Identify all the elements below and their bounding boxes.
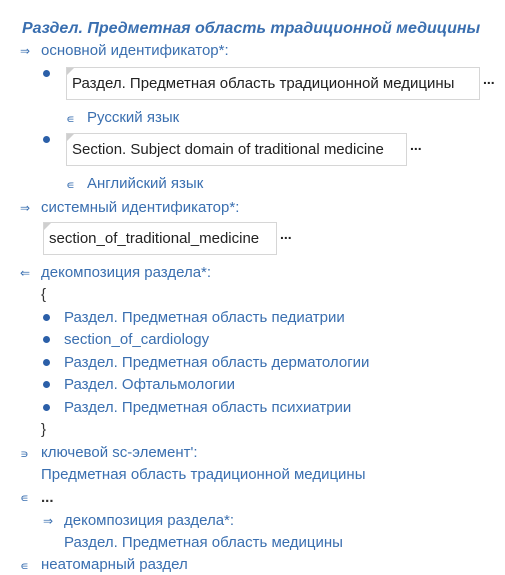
bullet-icon: [43, 136, 50, 143]
corner-marker-icon: [44, 223, 51, 230]
arrow-right-icon: ⇒: [20, 44, 31, 58]
language-link-en[interactable]: Английский язык: [87, 175, 204, 192]
relation-decomposition[interactable]: декомпозиция раздела*:: [41, 264, 212, 281]
identifier-text-en: Section. Subject domain of traditional m…: [72, 141, 384, 158]
decomposition-item[interactable]: Раздел. Предметная область дерматологии: [64, 354, 370, 371]
identifier-box-en[interactable]: Section. Subject domain of traditional m…: [66, 133, 407, 166]
system-identifier-text: section_of_traditional_medicine: [49, 230, 260, 247]
open-brace: {: [41, 286, 47, 303]
decomposition-item[interactable]: Раздел. Офтальмологии: [64, 376, 236, 393]
relation-main-identifier[interactable]: основной идентификатор*:: [41, 42, 229, 59]
bullet-icon: [43, 336, 50, 343]
bullet-icon: [43, 314, 50, 321]
key-element-value[interactable]: Предметная область традиционной медицины: [41, 466, 366, 483]
corner-marker-icon: [67, 134, 74, 141]
decomposition-item[interactable]: section_of_cardiology: [64, 331, 210, 348]
relation-parent-decomposition[interactable]: декомпозиция раздела*:: [64, 512, 235, 529]
bullet-icon: [43, 359, 50, 366]
element-of-icon: ∊: [66, 112, 75, 126]
decomposition-item[interactable]: Раздел. Предметная область психиатрии: [64, 399, 352, 416]
arrow-left-icon: ⇐: [20, 266, 31, 280]
section-title[interactable]: Раздел. Предметная область традиционной …: [22, 20, 481, 37]
parent-section-value[interactable]: Раздел. Предметная область медицины: [64, 534, 343, 551]
more-button-ru[interactable]: ...: [483, 71, 495, 87]
identifier-text-ru: Раздел. Предметная область традиционной …: [72, 75, 455, 92]
system-identifier-box[interactable]: section_of_traditional_medicine: [43, 222, 277, 255]
close-brace: }: [41, 421, 47, 438]
bullet-icon: [43, 404, 50, 411]
parent-ellipsis[interactable]: ...: [41, 489, 54, 506]
corner-marker-icon: [67, 68, 74, 75]
relation-key-element[interactable]: ключевой sc-элемент':: [41, 444, 198, 461]
more-button-en[interactable]: ...: [410, 137, 422, 153]
bullet-icon: [43, 70, 50, 77]
element-of-icon: ∊: [20, 491, 29, 505]
identifier-box-ru[interactable]: Раздел. Предметная область традиционной …: [66, 67, 480, 100]
more-button-sysid[interactable]: ...: [280, 226, 292, 242]
element-of-icon: ∊: [66, 178, 75, 192]
bullet-icon: [43, 381, 50, 388]
element-of-icon: ∊: [20, 559, 29, 573]
reverse-element-icon: ∍: [20, 447, 29, 461]
language-link-ru[interactable]: Русский язык: [87, 109, 180, 126]
relation-system-identifier[interactable]: системный идентификатор*:: [41, 199, 240, 216]
decomposition-item[interactable]: Раздел. Предметная область педиатрии: [64, 309, 345, 326]
arrow-right-icon: ⇒: [20, 201, 31, 215]
arrow-right-icon: ⇒: [43, 514, 54, 528]
non-atomic-section-link[interactable]: неатомарный раздел: [41, 556, 188, 573]
